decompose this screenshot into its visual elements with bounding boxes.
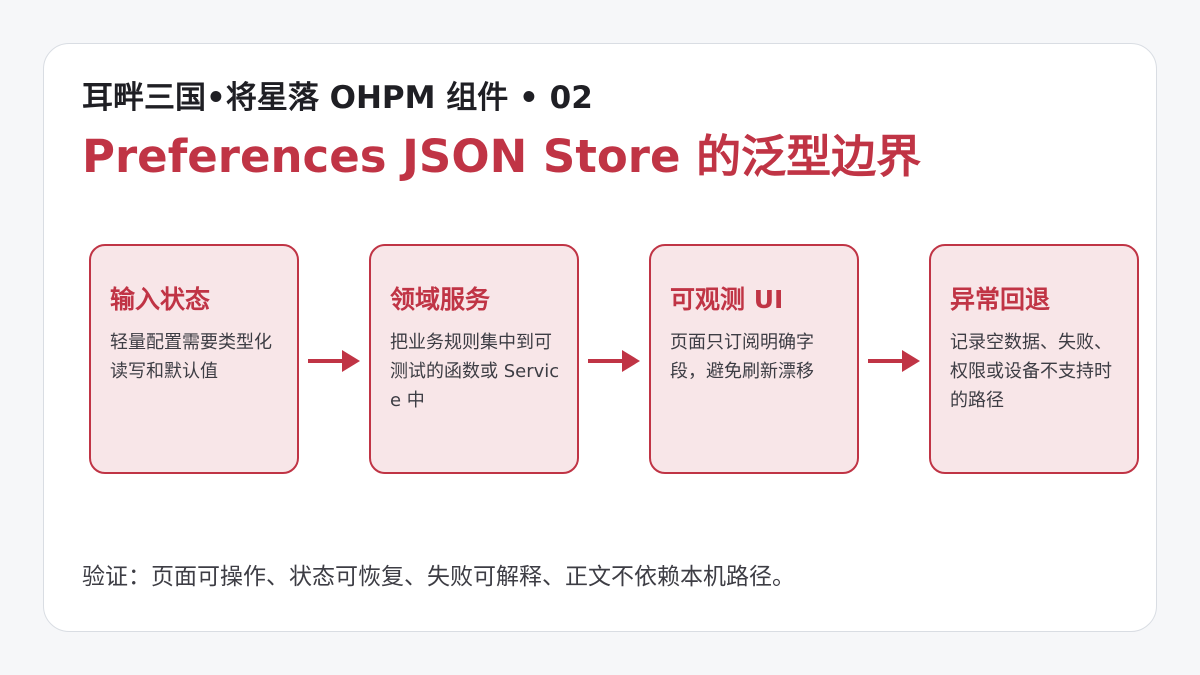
step-box-observable-ui: 可观测 UI 页面只订阅明确字段，避免刷新漂移 <box>649 244 859 474</box>
step-title: 可观测 UI <box>670 285 784 314</box>
step-title: 领域服务 <box>390 285 491 314</box>
series-subtitle: 耳畔三国•将星落 OHPM 组件 • 02 <box>82 80 593 116</box>
verification-note: 验证：页面可操作、状态可恢复、失败可解释、正文不依赖本机路径。 <box>82 564 795 590</box>
step-box-exception-fallback: 异常回退 记录空数据、失败、权限或设备不支持时的路径 <box>929 244 1139 474</box>
step-title: 输入状态 <box>110 285 211 314</box>
step-description: 页面只订阅明确字段，避免刷新漂移 <box>670 332 814 382</box>
step-description: 轻量配置需要类型化读写和默认值 <box>110 332 272 382</box>
step-box-domain-service: 领域服务 把业务规则集中到可测试的函数或 Service 中 <box>369 244 579 474</box>
step-description: 记录空数据、失败、权限或设备不支持时的路径 <box>950 332 1112 411</box>
flow-arrow-icon <box>588 350 640 372</box>
page-title: Preferences JSON Store 的泛型边界 <box>82 130 922 183</box>
flow-arrow-icon <box>308 350 360 372</box>
flow-arrow-icon <box>868 350 920 372</box>
step-description: 把业务规则集中到可测试的函数或 Service 中 <box>390 332 560 411</box>
step-title: 异常回退 <box>950 285 1051 314</box>
step-box-input-state: 输入状态 轻量配置需要类型化读写和默认值 <box>89 244 299 474</box>
